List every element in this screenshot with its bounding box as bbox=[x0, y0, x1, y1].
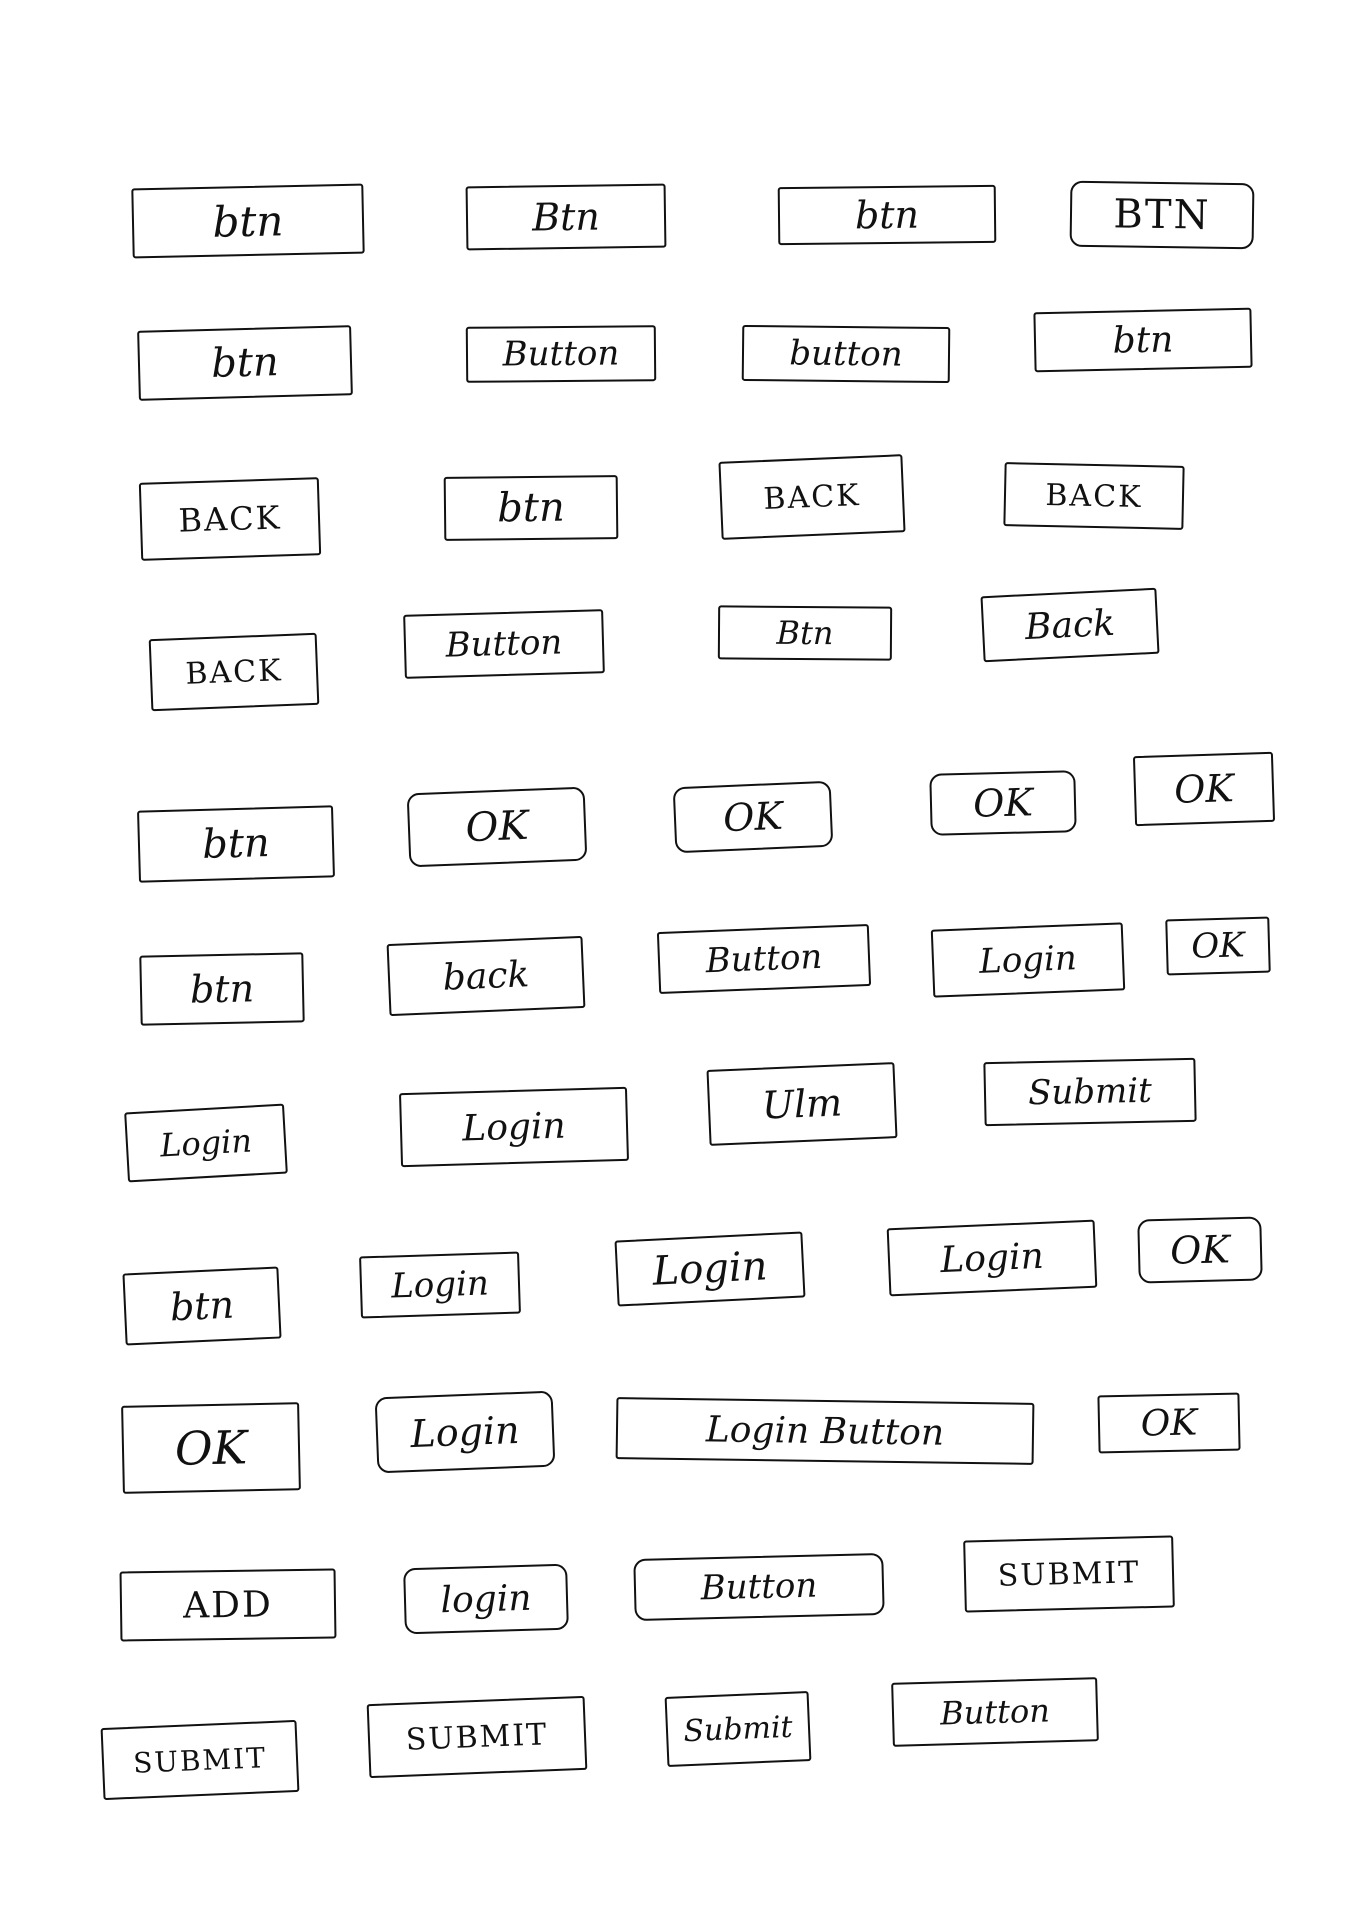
btn-sketch-20[interactable]: OK bbox=[929, 770, 1077, 836]
btn-sketch-33[interactable]: Login bbox=[614, 1231, 806, 1307]
btn-sketch-3[interactable]: btn bbox=[777, 184, 997, 246]
btn-sketch-31[interactable]: btn bbox=[122, 1266, 282, 1346]
btn-sketch-10[interactable]: btn bbox=[443, 475, 619, 541]
btn-sketch-44[interactable]: SUBMIT bbox=[100, 1719, 300, 1801]
btn-sketch-41[interactable]: login bbox=[403, 1563, 569, 1635]
btn-sketch-30[interactable]: Submit bbox=[983, 1057, 1197, 1127]
btn-sketch-46[interactable]: Submit bbox=[664, 1691, 812, 1767]
btn-sketch-35[interactable]: OK bbox=[1137, 1216, 1263, 1284]
btn-sketch-13[interactable]: BACK bbox=[148, 632, 320, 712]
btn-sketch-26[interactable]: OK bbox=[1165, 916, 1271, 976]
btn-sketch-2[interactable]: Btn bbox=[465, 183, 667, 251]
btn-sketch-8[interactable]: btn bbox=[1033, 307, 1253, 373]
btn-sketch-40[interactable]: ADD bbox=[119, 1568, 337, 1642]
btn-sketch-24[interactable]: Button bbox=[656, 923, 872, 995]
btn-sketch-47[interactable]: Button bbox=[891, 1677, 1099, 1747]
btn-sketch-5[interactable]: btn bbox=[137, 325, 353, 401]
btn-sketch-9[interactable]: BACK bbox=[138, 477, 322, 561]
btn-sketch-16[interactable]: Back bbox=[980, 587, 1160, 663]
btn-sketch-21[interactable]: OK bbox=[1132, 751, 1276, 827]
btn-sketch-29[interactable]: Ulm bbox=[706, 1062, 898, 1146]
btn-sketch-15[interactable]: Btn bbox=[717, 605, 893, 661]
btn-sketch-34[interactable]: Login bbox=[886, 1219, 1098, 1297]
btn-sketch-45[interactable]: SUBMIT bbox=[366, 1695, 588, 1779]
btn-sketch-42[interactable]: Button bbox=[633, 1552, 885, 1622]
btn-sketch-43[interactable]: SUBMIT bbox=[963, 1535, 1175, 1613]
btn-sketch-4[interactable]: BTN bbox=[1069, 180, 1255, 250]
btn-sketch-11[interactable]: BACK bbox=[718, 454, 906, 540]
btn-sketch-37[interactable]: Login bbox=[374, 1390, 556, 1474]
btn-sketch-38[interactable]: Login Button bbox=[615, 1397, 1035, 1465]
btn-sketch-28[interactable]: Login bbox=[399, 1086, 629, 1168]
btn-sketch-23[interactable]: back bbox=[386, 935, 586, 1017]
btn-sketch-1[interactable]: btn bbox=[131, 183, 365, 259]
btn-sketch-27[interactable]: Login bbox=[124, 1103, 288, 1183]
btn-sketch-32[interactable]: Login bbox=[359, 1251, 521, 1319]
btn-sketch-7[interactable]: button bbox=[741, 324, 951, 384]
btn-sketch-39[interactable]: OK bbox=[1097, 1392, 1241, 1454]
btn-sketch-6[interactable]: Button bbox=[465, 325, 657, 383]
btn-sketch-22[interactable]: btn bbox=[139, 952, 305, 1026]
btn-sketch-19[interactable]: OK bbox=[672, 780, 834, 854]
btn-sketch-14[interactable]: Button bbox=[403, 609, 605, 679]
btn-sketch-25[interactable]: Login bbox=[930, 922, 1126, 998]
btn-sketch-18[interactable]: OK bbox=[406, 786, 588, 868]
btn-sketch-36[interactable]: OK bbox=[121, 1402, 301, 1494]
btn-sketch-17[interactable]: btn bbox=[137, 805, 335, 883]
btn-sketch-12[interactable]: BACK bbox=[1003, 462, 1185, 530]
